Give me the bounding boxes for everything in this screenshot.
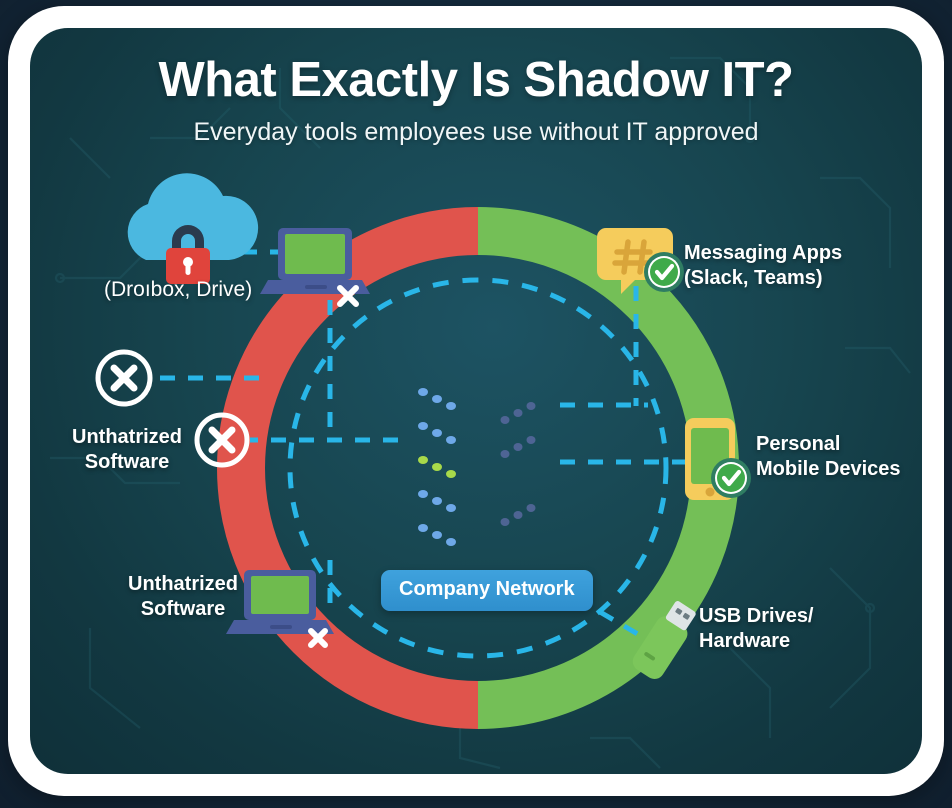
page-subtitle: Everyday tools employees use without IT … xyxy=(193,118,759,146)
laptop-icon-bottom xyxy=(226,570,334,634)
usb-drive-icon xyxy=(632,601,696,679)
x-badge-laptop-top xyxy=(327,275,369,317)
label-cloud-storage: (Droıbox, Drive) xyxy=(104,278,253,301)
label-unauthorized-software-bottom: Unthatrized Software xyxy=(128,573,238,621)
connector-lines xyxy=(160,249,690,643)
circuit-trace-background xyxy=(50,56,911,770)
inner-dashed-perimeter xyxy=(287,277,669,659)
x-circle-icon-left xyxy=(87,341,161,415)
label-unauthorized-software-top: Unthatrized Software xyxy=(72,426,182,474)
cloud-lock-icon xyxy=(127,173,259,284)
check-badge-messaging xyxy=(644,252,684,292)
label-messaging-apps: Messaging Apps (Slack, Teams) xyxy=(684,242,843,290)
check-badge-mobile xyxy=(711,458,751,498)
x-badge-laptop-bottom xyxy=(298,618,338,658)
label-usb-drives-hardware: USB Drives/ Hardware xyxy=(699,605,814,653)
x-circle-icon-ring xyxy=(186,404,258,476)
page-title: What Exactly Is Shadow IT? xyxy=(158,53,794,107)
company-network-label: Company Network xyxy=(381,570,593,611)
server-leds xyxy=(418,388,536,546)
server-stack-icon xyxy=(410,314,546,584)
infographic-panel xyxy=(30,28,922,774)
label-personal-mobile-devices: Personal Mobile Devices xyxy=(756,433,901,481)
